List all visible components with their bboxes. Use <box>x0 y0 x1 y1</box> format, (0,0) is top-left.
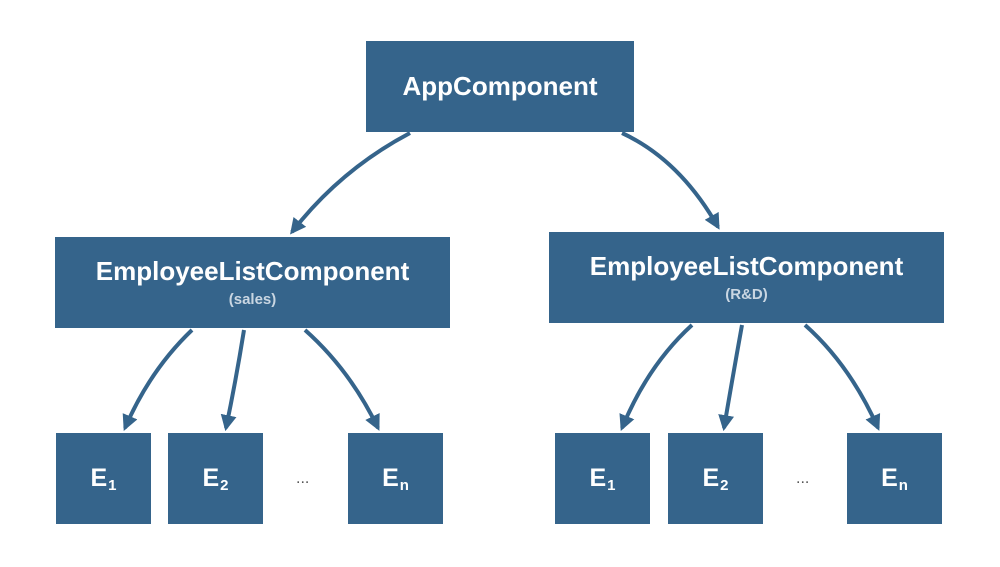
employee-letter: E <box>90 463 108 492</box>
employee-index: 2 <box>220 476 229 494</box>
node-title: EmployeeListComponent <box>589 250 904 281</box>
employee-node: En <box>348 433 443 524</box>
employee-node: E2 <box>168 433 263 524</box>
employee-index: 1 <box>108 476 117 494</box>
employee-index: 1 <box>607 476 616 494</box>
arrow-sales-to-e1 <box>122 328 194 431</box>
employee-list-sales-node: EmployeeListComponent (sales) <box>55 237 450 328</box>
node-title: EmployeeListComponent <box>95 255 410 286</box>
node-subtitle: (R&D) <box>725 286 768 304</box>
arrow-rd-to-en <box>803 323 881 431</box>
employee-letter: E <box>589 463 607 492</box>
employee-index: n <box>898 476 908 494</box>
arrow-root-to-sales <box>290 131 411 235</box>
node-title: AppComponent <box>402 71 598 102</box>
ellipsis: ... <box>796 470 810 487</box>
employee-node: E1 <box>555 433 650 524</box>
employee-list-rd-node: EmployeeListComponent (R&D) <box>549 232 944 323</box>
employee-index: n <box>399 476 409 494</box>
arrow-rd-to-e1 <box>619 323 694 431</box>
ellipsis: ... <box>296 470 310 487</box>
employee-letter: E <box>881 463 898 492</box>
employee-node: E2 <box>668 433 763 524</box>
employee-letter: E <box>702 463 720 492</box>
arrow-sales-to-e2 <box>220 329 246 432</box>
app-component-node: AppComponent <box>366 41 634 132</box>
employee-index: 2 <box>720 476 729 494</box>
arrow-root-to-rd <box>621 131 720 230</box>
arrow-sales-to-en <box>303 328 380 431</box>
arrow-rd-to-e2 <box>718 324 744 432</box>
employee-letter: E <box>382 463 399 492</box>
employee-node: En <box>847 433 942 524</box>
employee-letter: E <box>202 463 220 492</box>
employee-node: E1 <box>56 433 151 524</box>
node-subtitle: (sales) <box>228 291 277 309</box>
